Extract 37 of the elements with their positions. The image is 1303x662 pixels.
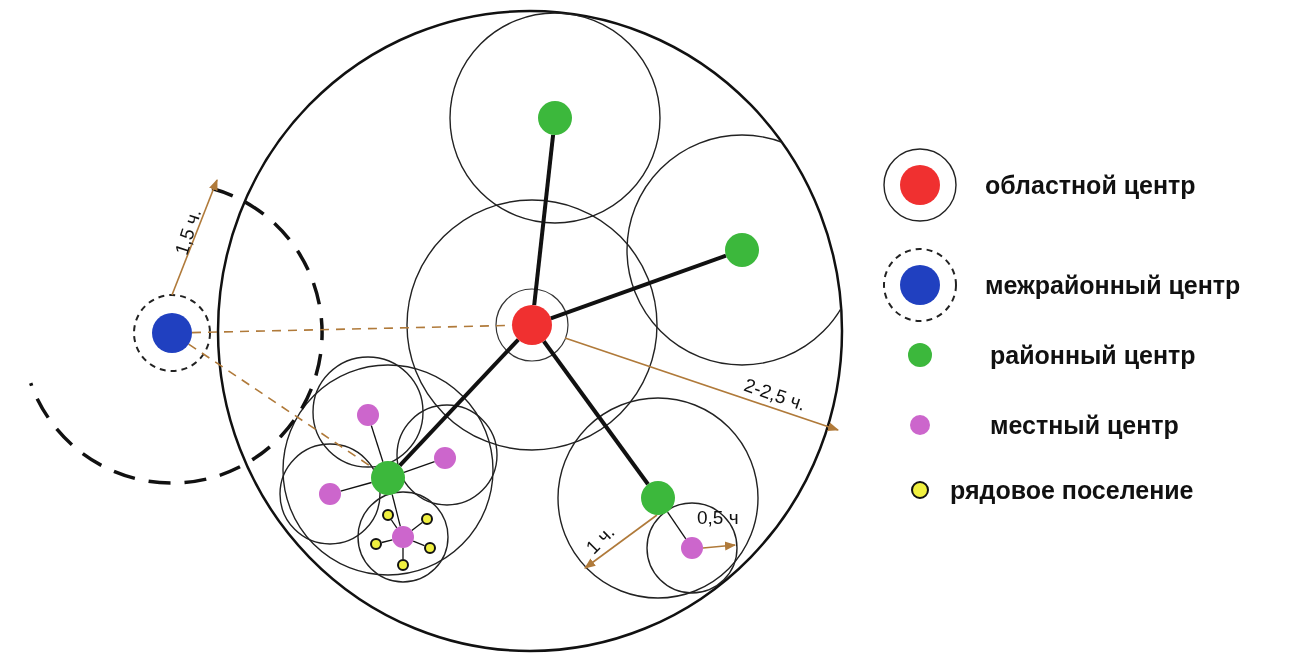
legend-label: рядовое поселение bbox=[950, 475, 1194, 505]
dimension-label: 1,5 ч. bbox=[170, 206, 206, 258]
local-center-dot bbox=[681, 537, 703, 559]
connector-line bbox=[339, 481, 373, 492]
dimension-label: 0,5 ч bbox=[697, 507, 739, 529]
local-center-dot bbox=[357, 404, 379, 426]
connector-line bbox=[381, 539, 394, 544]
regional-center-dot bbox=[512, 305, 552, 345]
connector-line bbox=[550, 253, 727, 321]
district-center-dot bbox=[641, 481, 675, 515]
legend-label: областной центр bbox=[985, 170, 1196, 200]
local-center-dot bbox=[392, 526, 414, 548]
district-center-dot bbox=[538, 101, 572, 135]
settlement-dot bbox=[397, 559, 409, 571]
dimension-label: 1 ч. bbox=[581, 521, 619, 559]
connector-line bbox=[391, 493, 401, 527]
connector-line bbox=[666, 511, 687, 540]
connector-line bbox=[398, 338, 520, 467]
connector-line bbox=[402, 547, 404, 560]
connector-line bbox=[532, 134, 556, 306]
legend-label: межрайонный центр bbox=[985, 270, 1241, 300]
connector-line bbox=[542, 340, 650, 486]
settlement-dot bbox=[382, 509, 394, 521]
connector-line bbox=[390, 519, 398, 529]
settlement-dot bbox=[370, 538, 382, 550]
connector-line bbox=[403, 460, 436, 474]
connector-line bbox=[370, 424, 384, 463]
district-center-dot bbox=[725, 233, 759, 267]
legend-label: районный центр bbox=[990, 340, 1196, 370]
settlement-dot bbox=[424, 542, 436, 554]
legend-label: местный центр bbox=[990, 410, 1179, 440]
local-center-dot bbox=[434, 447, 456, 469]
district-center-dot bbox=[371, 461, 405, 495]
dimension-label: 2-2,5 ч. bbox=[741, 374, 809, 416]
interdistrict-center-dot bbox=[152, 313, 192, 353]
local-center-dot bbox=[319, 483, 341, 505]
settlement-dot bbox=[421, 513, 433, 525]
